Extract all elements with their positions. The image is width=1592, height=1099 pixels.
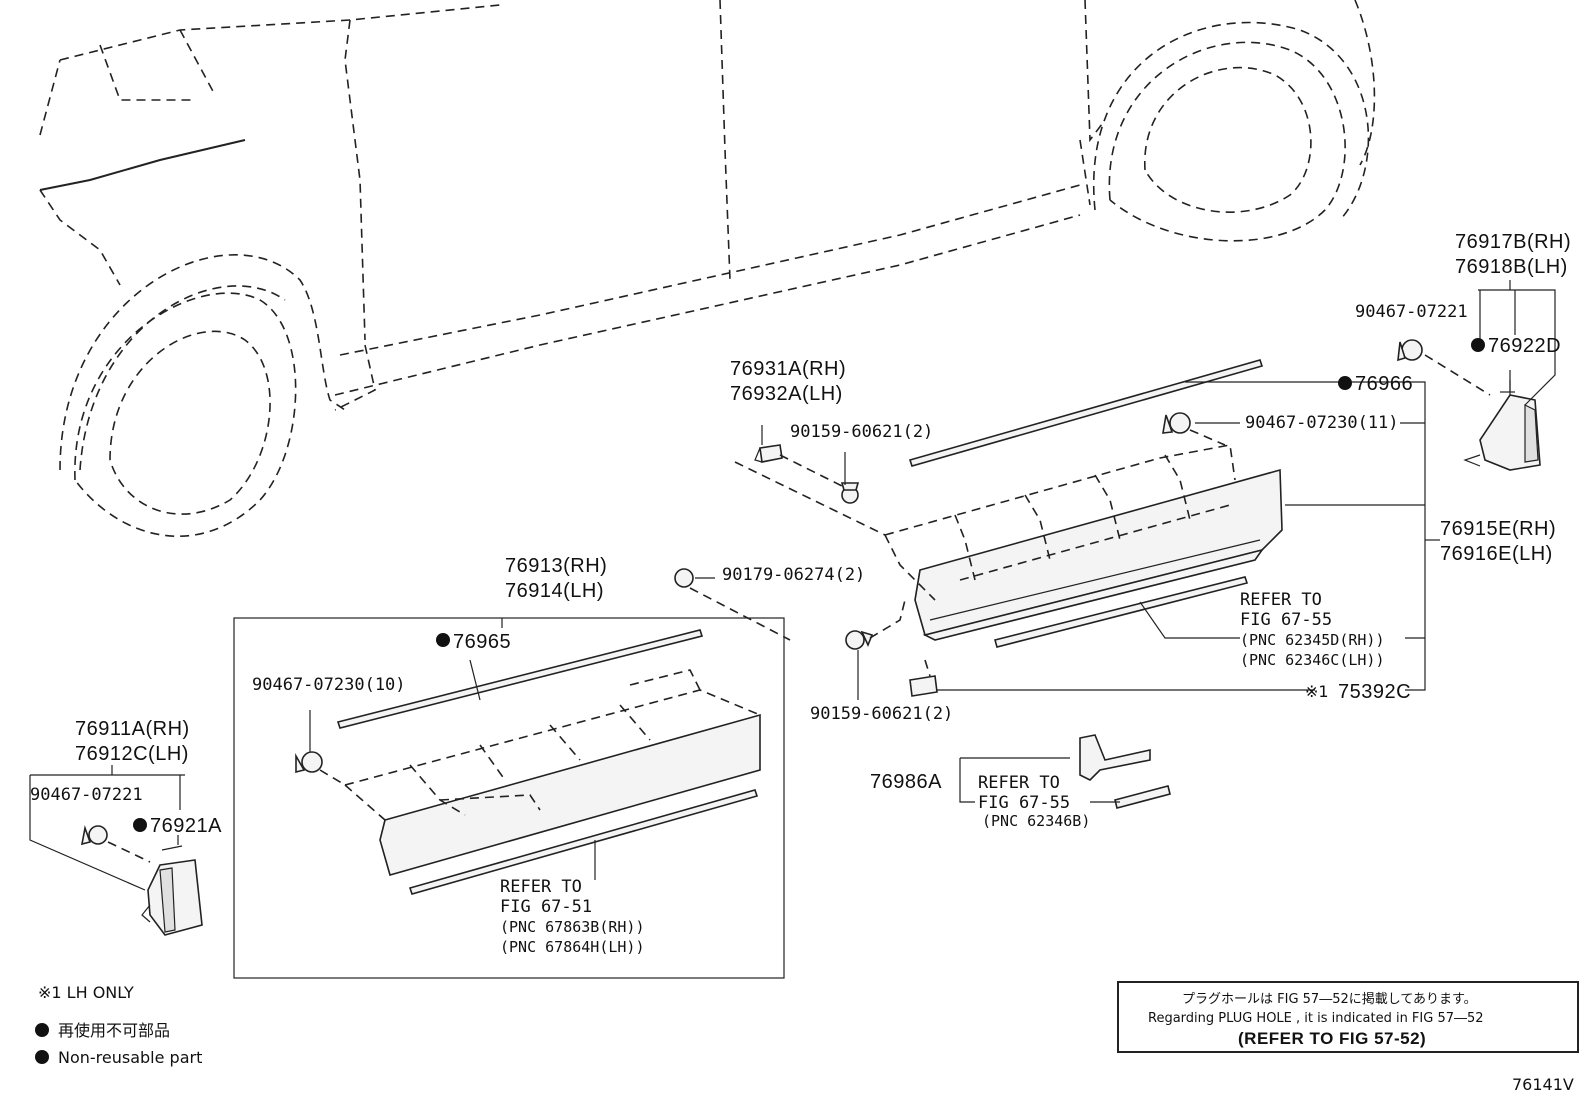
nonreusable-dot-76922d [1471, 338, 1485, 352]
group-box-76913 [233, 617, 785, 979]
refer-67-51-line1: REFER TO [500, 877, 582, 897]
refer-67-51-line3: (PNC 67863B(RH)) [500, 918, 645, 936]
refer-67-51-line4: (PNC 67864H(LH)) [500, 938, 645, 956]
label-76915e[interactable]: 76915E(RH) [1440, 518, 1556, 540]
label-76965[interactable]: 76965 [453, 631, 511, 653]
label-90467-07230-11[interactable]: 90467-07230(11) [1245, 413, 1399, 433]
refer-67-51-line2: FIG 67-51 [500, 897, 592, 917]
refer-67-55-a-line2: FIG 67-55 [1240, 610, 1332, 630]
upper-strip-76966 [908, 359, 1264, 467]
notice-line-ref[interactable]: (REFER TO FIG 57-52) [1238, 1029, 1426, 1048]
label-76911a[interactable]: 76911A(RH) [75, 718, 190, 740]
legend-dot-jp [35, 1023, 49, 1037]
label-76916e[interactable]: 76916E(LH) [1440, 543, 1553, 565]
label-90467-07221-left[interactable]: 90467-07221 [30, 785, 143, 805]
figure-id: 76141V [1512, 1075, 1574, 1094]
notice-box [1117, 981, 1579, 1053]
clip-90467-07221-top [1397, 339, 1423, 362]
clip-90467-07230-front [295, 751, 323, 774]
front-strip-76965 [336, 629, 704, 729]
label-90159-top[interactable]: 90159-60621(2) [790, 422, 933, 442]
nonreusable-dot-76965 [436, 633, 450, 647]
legend-nonreusable-en: Non-reusable part [58, 1048, 202, 1067]
label-90467-07221-top[interactable]: 90467-07221 [1355, 302, 1468, 322]
screw-90159-top [840, 482, 860, 504]
label-90159-bottom[interactable]: 90159-60621(2) [810, 704, 953, 724]
label-76917b[interactable]: 76917B(RH) [1455, 231, 1571, 253]
refer-67-55-b-line2: FIG 67-55 [978, 793, 1070, 813]
label-90179[interactable]: 90179-06274(2) [722, 565, 865, 585]
label-76922d[interactable]: 76922D [1488, 335, 1561, 357]
part-75392c [909, 675, 938, 697]
notice-line-en: Regarding PLUG HOLE , it is indicated in… [1148, 1011, 1484, 1026]
label-76913[interactable]: 76913(RH) [505, 555, 607, 577]
nonreusable-dot-76921a [133, 818, 147, 832]
notice-line-jp: プラグホールは FIG 57―52に掲載してあります。 [1182, 991, 1477, 1007]
rear-mudguard-part [1463, 380, 1541, 471]
bracket-76986a [1079, 734, 1171, 809]
label-75392c-mark: ※1 [1305, 682, 1329, 701]
screw-90159-bottom [845, 630, 874, 650]
label-76986a[interactable]: 76986A [870, 771, 942, 793]
front-mudguard-part [141, 845, 203, 936]
refer-67-55-a-line4: (PNC 62346C(LH)) [1240, 651, 1385, 669]
label-76912c[interactable]: 76912C(LH) [75, 743, 189, 765]
label-76966[interactable]: 76966 [1355, 373, 1413, 395]
refer-67-55-a-line3: (PNC 62345D(RH)) [1240, 631, 1385, 649]
rocker-panel-moulding-part [884, 444, 1283, 641]
nut-90179 [674, 568, 694, 588]
label-76914[interactable]: 76914(LH) [505, 580, 604, 602]
clip-90467-07221-left [80, 824, 108, 846]
vehicle-outline [39, 0, 1376, 537]
label-90467-07230-10[interactable]: 90467-07230(10) [252, 675, 406, 695]
label-76921a[interactable]: 76921A [150, 815, 222, 837]
rocker-weatherstrip [994, 576, 1249, 648]
label-76918b[interactable]: 76918B(LH) [1455, 256, 1568, 278]
clip-90467-07230-right [1162, 412, 1191, 434]
front-weatherstrip [408, 789, 759, 895]
refer-67-55-a-line1: REFER TO [1240, 590, 1322, 610]
label-75392c[interactable]: 75392C [1338, 681, 1411, 703]
legend-dot-en [35, 1050, 49, 1064]
legend-nonreusable-jp: 再使用不可部品 [58, 1021, 170, 1040]
label-76931a[interactable]: 76931A(RH) [730, 358, 846, 380]
refer-67-55-b-line1: REFER TO [978, 773, 1060, 793]
bracket-76931a [754, 444, 783, 463]
label-76932a[interactable]: 76932A(LH) [730, 383, 843, 405]
nonreusable-dot-76966 [1338, 376, 1352, 390]
refer-67-55-b-line3: (PNC 62346B) [982, 812, 1090, 830]
legend-lh-only: ※1 LH ONLY [38, 983, 134, 1002]
front-door-moulding-part [344, 669, 761, 876]
